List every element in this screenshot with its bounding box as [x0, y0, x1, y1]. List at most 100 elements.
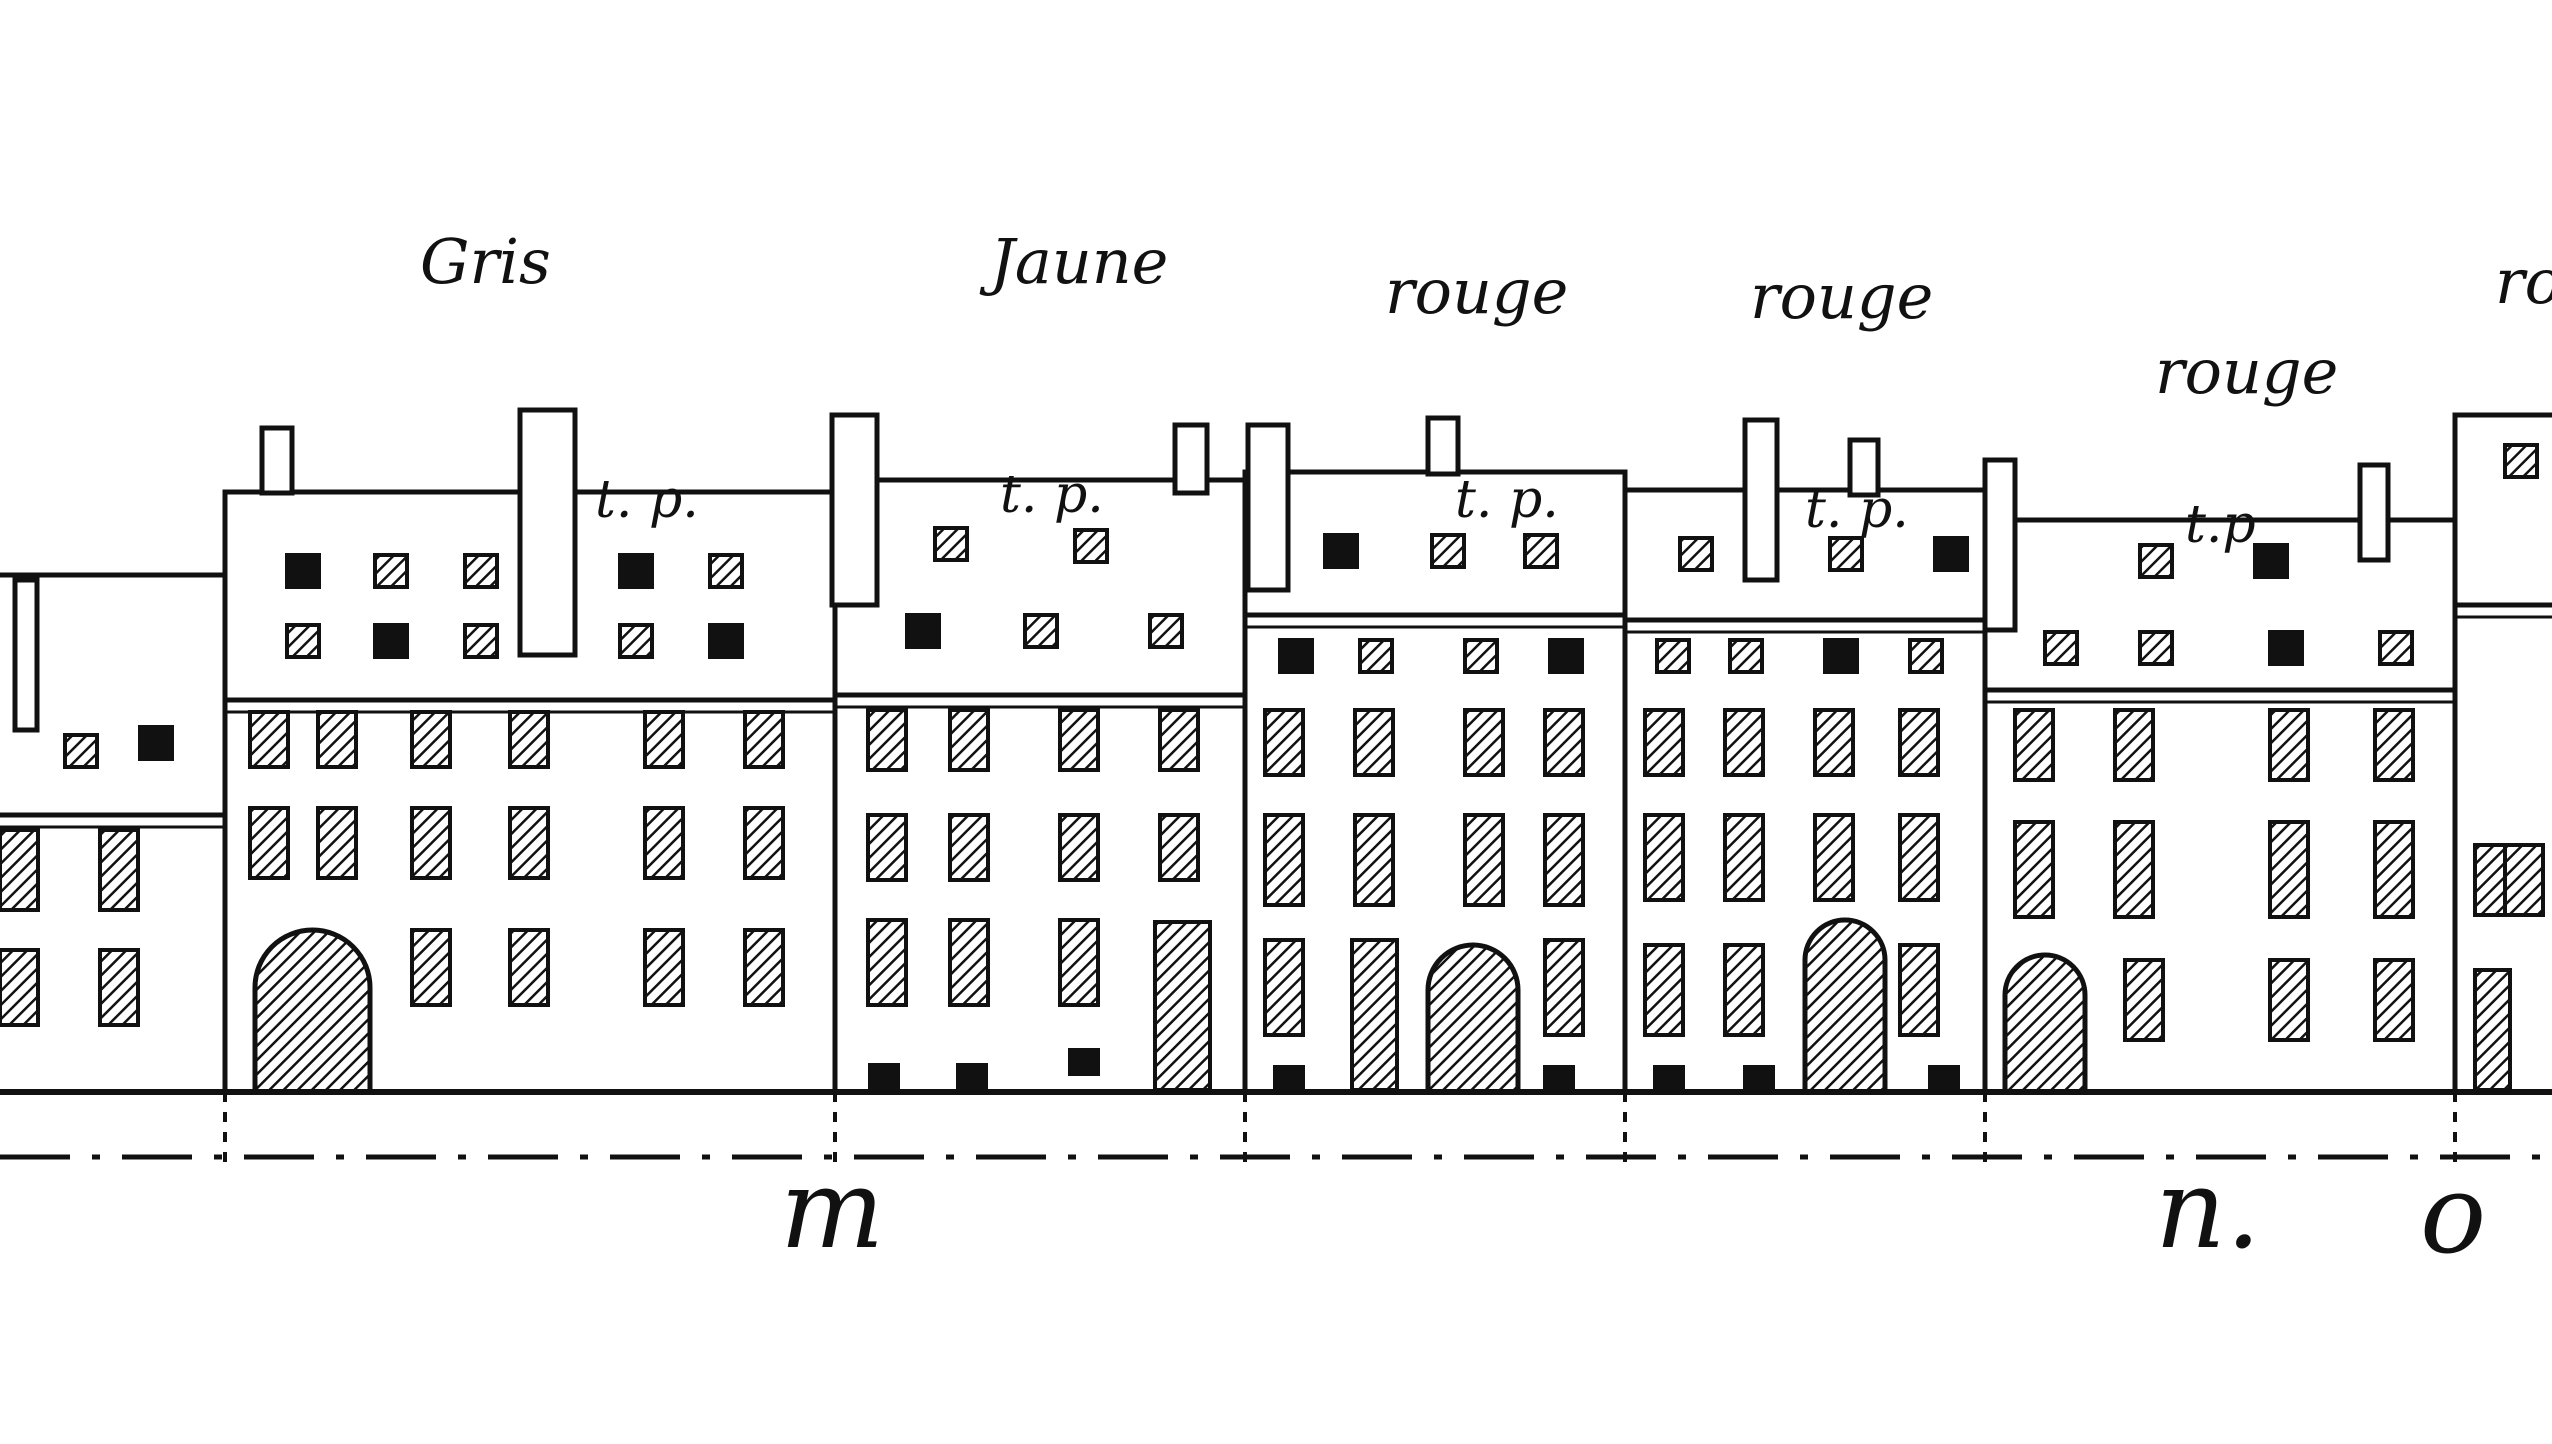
house-c-color-label: Jaune	[990, 225, 1169, 298]
window	[1068, 1048, 1100, 1076]
window	[1828, 536, 1864, 572]
house-d-roof-mark: t. p.	[1455, 470, 1559, 530]
window	[618, 553, 654, 589]
window	[410, 710, 452, 769]
window	[1278, 638, 1314, 674]
window	[1643, 708, 1685, 777]
window	[1898, 813, 1940, 902]
window	[1023, 613, 1059, 649]
house-f-roof-mark: t.p	[2185, 495, 2256, 555]
window	[643, 710, 685, 769]
window	[248, 806, 290, 880]
window	[948, 813, 990, 882]
window	[1358, 638, 1394, 674]
window	[948, 708, 990, 772]
house-g-color-label: ro	[2495, 245, 2552, 318]
window	[138, 725, 174, 761]
window	[410, 928, 452, 1007]
window	[743, 710, 785, 769]
window	[643, 806, 685, 880]
window	[1643, 813, 1685, 902]
window	[2123, 958, 2165, 1042]
window	[2138, 630, 2174, 666]
chimney	[2357, 462, 2391, 563]
window	[373, 553, 409, 589]
window	[1463, 638, 1499, 674]
window	[1548, 638, 1584, 674]
window	[1653, 1065, 1685, 1093]
window	[2473, 968, 2512, 1092]
window	[1823, 638, 1859, 674]
chimney	[259, 425, 295, 496]
chimney	[1425, 415, 1461, 477]
plot-letter-o: o	[2420, 1150, 2487, 1278]
window	[463, 553, 499, 589]
window	[1655, 638, 1691, 674]
window	[868, 1063, 900, 1091]
arched-doorway	[1425, 942, 1521, 1095]
window	[1058, 813, 1100, 882]
window	[1908, 638, 1944, 674]
arched-doorway	[2002, 952, 2088, 1095]
house-b-roof-mark: t. p.	[595, 470, 699, 530]
house-e-roof-mark: t. p.	[1805, 480, 1909, 540]
window	[1933, 536, 1969, 572]
arched-doorway	[252, 927, 373, 1095]
plot-letter-n: n.	[2155, 1145, 2261, 1273]
window	[316, 806, 358, 880]
window	[248, 710, 290, 769]
window	[866, 708, 908, 772]
window	[2373, 708, 2415, 782]
window	[2373, 820, 2415, 919]
window	[1158, 708, 1200, 772]
house-e-color-label: rouge	[1750, 260, 1934, 333]
window	[1058, 918, 1100, 1007]
window	[2013, 820, 2055, 919]
window	[743, 928, 785, 1007]
window	[2113, 708, 2155, 782]
window	[1353, 813, 1395, 907]
window	[1728, 638, 1764, 674]
window	[2503, 843, 2545, 917]
window	[708, 553, 744, 589]
window	[410, 806, 452, 880]
window	[1743, 1065, 1775, 1093]
window	[1323, 533, 1359, 569]
window	[708, 623, 744, 659]
window	[98, 948, 140, 1027]
window	[1898, 708, 1940, 777]
arched-doorway	[1802, 917, 1888, 1095]
window	[0, 828, 40, 912]
window	[2013, 708, 2055, 782]
chimney	[1245, 422, 1291, 593]
window	[1273, 1065, 1305, 1093]
window	[1263, 938, 1305, 1037]
house-d-color-label: rouge	[1385, 255, 1569, 328]
window	[2268, 958, 2310, 1042]
chimney	[1172, 422, 1210, 496]
window	[2043, 630, 2079, 666]
chimney	[1742, 417, 1780, 583]
window	[1723, 708, 1765, 777]
window	[63, 733, 99, 769]
window	[1153, 920, 1212, 1092]
window	[1723, 813, 1765, 902]
window	[1353, 708, 1395, 777]
window	[743, 806, 785, 880]
window	[316, 710, 358, 769]
window	[1813, 708, 1855, 777]
window	[1543, 1065, 1575, 1093]
window	[2378, 630, 2414, 666]
window	[1463, 813, 1505, 907]
window	[1643, 943, 1685, 1037]
window	[98, 828, 140, 912]
window	[1148, 613, 1184, 649]
window	[1723, 943, 1765, 1037]
window	[2373, 958, 2415, 1042]
window	[1928, 1065, 1960, 1093]
window	[866, 813, 908, 882]
window	[1523, 533, 1559, 569]
window	[866, 918, 908, 1007]
